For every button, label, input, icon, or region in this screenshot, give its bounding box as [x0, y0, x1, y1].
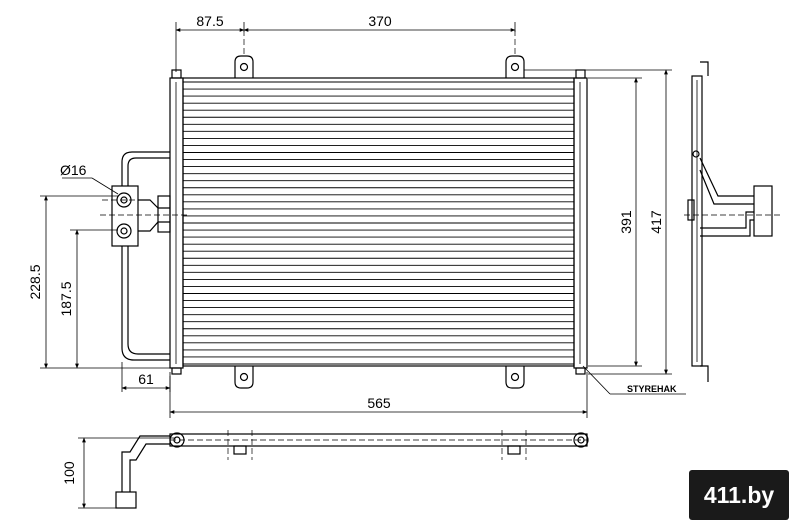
dim-overall-height: 417: [648, 210, 664, 234]
pipe-port-lower: [116, 223, 132, 239]
dimension-labels: 87.5 370 565 61 Ø16 228.5 187.5 391 417 …: [27, 13, 677, 485]
bottom-view: [115, 430, 589, 509]
watermark-text: 411.by: [704, 482, 775, 508]
left-header-tank: [169, 69, 184, 375]
side-view-connector-block: [753, 185, 773, 237]
front-view: [100, 30, 686, 395]
styrehak-pointer: [582, 365, 686, 395]
side-view: [684, 61, 780, 382]
mount-bracket-bottom-left: [234, 366, 254, 389]
dim-pipe-diameter: Ø16: [60, 162, 87, 178]
mount-bracket-bottom-right: [505, 366, 525, 389]
dimension-lines: [40, 22, 672, 509]
inlet-outlet-pipes: [100, 151, 190, 361]
dim-depth: 100: [61, 461, 77, 485]
bottom-view-port-left: [169, 432, 185, 448]
core-fins: [183, 81, 574, 365]
dim-pipe-height-lower: 187.5: [58, 281, 74, 316]
core-outline: [182, 77, 575, 367]
dim-pipe-offset: 61: [138, 371, 154, 387]
dim-pipe-height-upper: 228.5: [27, 264, 43, 299]
dim-core-height: 391: [618, 210, 634, 234]
bottom-view-port-right: [573, 432, 589, 448]
watermark-411by: 411.by: [689, 470, 789, 520]
bottom-view-connector-block: [115, 491, 137, 509]
mount-bracket-top-right: [505, 30, 525, 78]
styrehak-label: STYREHAK: [627, 384, 677, 394]
right-header-tank: [573, 69, 588, 375]
mount-bracket-top-left: [234, 30, 254, 78]
dim-offset-left: 87.5: [196, 13, 223, 29]
dim-overall-width: 565: [367, 395, 391, 411]
dim-mount-spacing: 370: [368, 13, 392, 29]
